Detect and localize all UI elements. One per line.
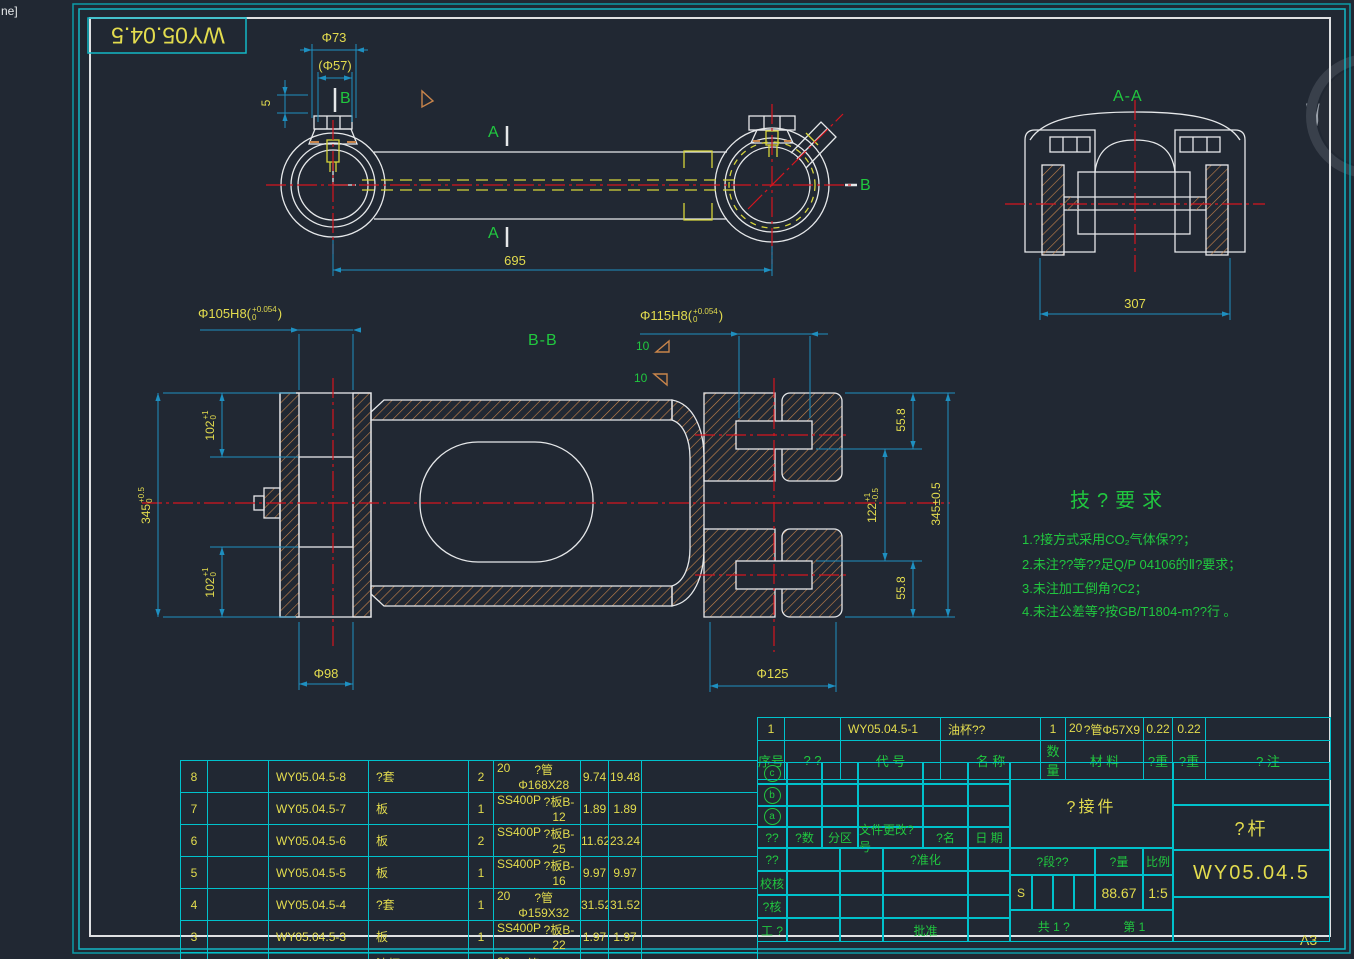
corner-overlay-text: ne]	[1, 4, 18, 18]
sheet-size-label: A3	[1300, 932, 1318, 948]
sheet-no: 第 1	[1123, 919, 1146, 934]
bom-row: 1 WY05.04.5-1 油杯?? 1 20?管Φ57X9 0.22 0.22	[757, 717, 1331, 741]
approve-label: 批准	[883, 918, 968, 942]
bom-row: 7 WY05.04.5-7 板 1 SS400P?板B-12 1.89 1.89	[180, 792, 758, 825]
tech-requirements-title: 技?要求	[1070, 490, 1170, 512]
dimension-arrows	[155, 47, 1230, 689]
dim-558-top: 55.8	[894, 408, 908, 432]
sign-label: 校核	[757, 871, 787, 895]
rev-header: ??	[757, 827, 787, 848]
part-name: ?杆	[1173, 805, 1330, 850]
bom-row: 2 WY05.04.5-2 油杯?? 2 20?管Φ57X9 0.19 0.38	[180, 952, 758, 959]
section-mark-b-right: B	[860, 177, 872, 194]
dim-345-right: 345±0.5	[929, 482, 943, 526]
tech-requirement-item: 4.未注公差等?按GB/T1804-m??行 。	[1022, 604, 1237, 619]
sheet-total: 共 1 ?	[1037, 919, 1070, 934]
standardization-label: ?准化	[883, 848, 968, 871]
rev-header: 日 期	[968, 827, 1010, 848]
bom-row: 6 WY05.04.5-6 板 2 SS400P?板B-25 11.62 23.…	[180, 824, 758, 857]
assembly-name: ?接件	[1010, 762, 1173, 848]
bom-row1-table: 1 WY05.04.5-1 油杯?? 1 20?管Φ57X9 0.22 0.22…	[757, 717, 1331, 780]
scale-value: 1:5	[1143, 875, 1173, 910]
chamfer-10-bottom: 10	[634, 371, 648, 385]
dim-122: 122 +1-0.5	[863, 488, 880, 523]
dim-d98: Φ98	[313, 666, 339, 681]
mirrored-title-stamp: WY05.04.5	[111, 22, 225, 49]
dim-d57: (Φ57)	[318, 58, 352, 73]
watermark-ring-icon	[1306, 55, 1354, 177]
centerlines	[142, 100, 1265, 652]
material-mark: S	[1010, 875, 1032, 910]
rev-header: ?数	[787, 827, 822, 848]
section-bb-title: B-B	[528, 332, 558, 349]
weight-value: 88.67	[1095, 875, 1143, 910]
section-aa-geometry	[1024, 111, 1246, 256]
title-block: c b a ?? ?数 分区 文件更改?号 ?名 日 期 ?? ?准化 校核	[757, 762, 1330, 942]
bom-row: 4 WY05.04.5-4 ?套 1 20?管Φ159X32 31.52 31.…	[180, 888, 758, 921]
dim-307: 307	[1124, 296, 1146, 311]
tan-accents	[310, 89, 791, 387]
cursor-icon	[421, 89, 435, 109]
tech-requirement-item: 3.未注加工倒角?C2；	[1022, 581, 1148, 596]
bom-row: 3 WY05.04.5-3 板 1 SS400P?板B-22 1.97 1.97	[180, 920, 758, 953]
weight-header: ?量	[1095, 848, 1143, 875]
sheet-count-cell: 共 1 ? 第 1	[1010, 910, 1173, 942]
rev-header: 分区	[822, 827, 858, 848]
section-bb-geometry	[253, 392, 843, 618]
bom-table: 8 WY05.04.5-8 ?套 2 20?管Φ168X28 9.74 19.4…	[180, 760, 758, 959]
stage-header: ?段??	[1010, 848, 1095, 875]
section-mark-a-bottom: A	[488, 225, 500, 242]
hidden-lines	[326, 130, 819, 229]
tech-requirement-item: 2.未注??等??足Q/P 04106的Ⅱ?要求；	[1022, 557, 1242, 572]
chamfer-symbol-icon	[652, 373, 668, 387]
dim-d115-base: Φ115H8(	[640, 307, 693, 323]
dim-d73: Φ73	[321, 30, 347, 45]
bom-header-row: 序号 ? ? 代 号 名 称 数量 材 料 ?重 ?重 ? 注	[757, 740, 1331, 780]
dim-558-bottom: 55.8	[894, 576, 908, 600]
dim-d105-close: )	[277, 305, 283, 321]
rev-mark-cell: b	[757, 784, 787, 806]
drawing-number: WY05.04.5	[1173, 850, 1330, 897]
rev-header: 文件更改?号	[858, 823, 923, 854]
bom-row: 8 WY05.04.5-8 ?套 2 20?管Φ168X28 9.74 19.4…	[180, 760, 758, 793]
dim-d115-close: )	[718, 307, 724, 323]
scale-header: 比例	[1143, 848, 1173, 875]
dimension-lines	[157, 44, 1231, 692]
sign-label: ??	[757, 848, 787, 871]
sign-label: 工 ?	[757, 918, 787, 942]
chamfer-10-top: 10	[636, 339, 650, 353]
dim-695: 695	[504, 253, 526, 268]
rev-mark-cell: a	[757, 806, 787, 827]
section-mark-a-top: A	[488, 124, 500, 141]
rev-header: ?名	[923, 827, 968, 848]
bom-row: 5 WY05.04.5-5 板 1 SS400P?板B-16 9.97 9.97	[180, 856, 758, 889]
section-aa-title: A-A	[1113, 88, 1143, 105]
section-mark-b-top: B	[340, 90, 352, 107]
rev-mark-cell: c	[757, 762, 787, 784]
chamfer-symbol-icon	[654, 339, 670, 353]
dim-5: 5	[259, 99, 273, 107]
dim-d125: Φ125	[756, 666, 789, 681]
sign-label: ?核	[757, 895, 787, 918]
front-view-geometry	[280, 88, 857, 247]
tech-requirement-item: 1.?接方式采用CO₂气体保??；	[1022, 532, 1197, 547]
dim-d105-base: Φ105H8(	[198, 305, 252, 321]
